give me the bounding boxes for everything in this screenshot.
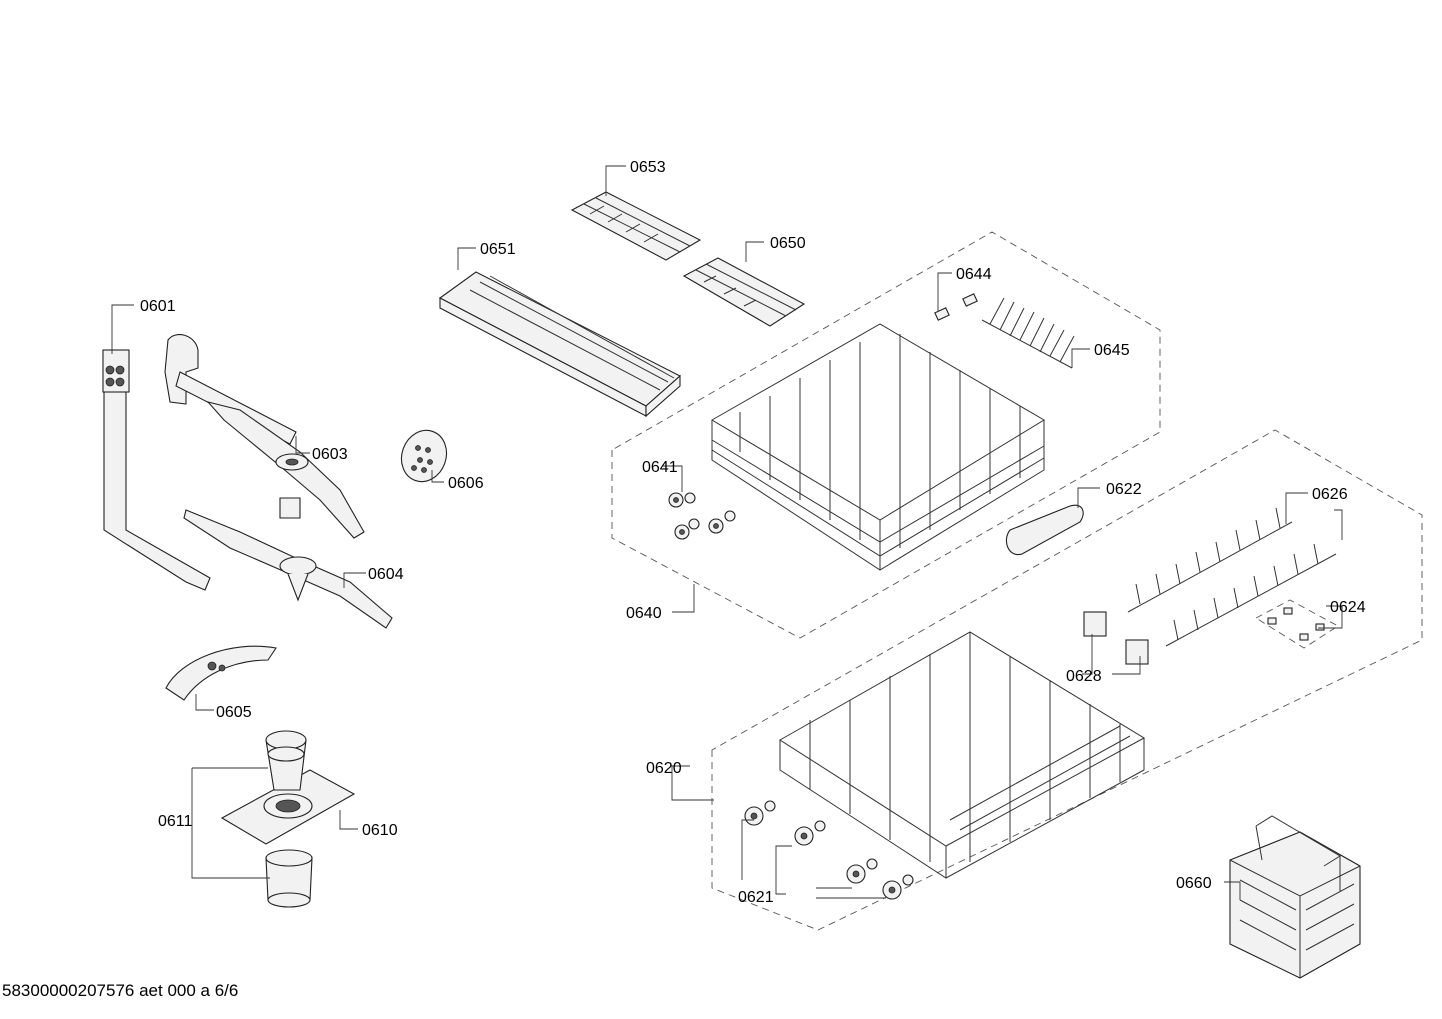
lower-basket-assembly-outline xyxy=(711,429,1423,931)
label-0620: 0620 xyxy=(646,760,682,777)
folding-spikes-upper-part xyxy=(981,297,1075,369)
fine-filter-segment-part xyxy=(165,645,277,701)
cutlery-tray-part xyxy=(438,271,681,418)
label-0601: 0601 xyxy=(140,298,176,315)
rack-insert-lower-part xyxy=(682,257,806,327)
label-0641: 0641 xyxy=(642,459,678,476)
clip-part xyxy=(934,293,978,321)
spray-pipe-part xyxy=(102,349,211,591)
leader-lines xyxy=(111,165,1343,900)
microfilter-cylinder-part xyxy=(265,730,307,791)
label-0660: 0660 xyxy=(1176,875,1212,892)
label-0640: 0640 xyxy=(626,605,662,622)
label-0651: 0651 xyxy=(480,241,516,258)
label-0621: 0621 xyxy=(738,889,774,906)
lower-basket-wheels-part xyxy=(744,800,914,900)
label-0650: 0650 xyxy=(770,235,806,252)
lower-spray-arm-part xyxy=(183,509,393,629)
label-0603: 0603 xyxy=(312,446,348,463)
label-0606: 0606 xyxy=(448,475,484,492)
label-0626: 0626 xyxy=(1312,486,1348,503)
upper-spray-arm-part xyxy=(164,334,365,539)
label-0610: 0610 xyxy=(362,822,398,839)
label-0624: 0624 xyxy=(1330,599,1366,616)
coarse-filter-cylinder-part xyxy=(265,849,313,908)
label-0604: 0604 xyxy=(368,566,404,583)
label-0628: 0628 xyxy=(1066,668,1102,685)
spike-clips-part xyxy=(1255,599,1339,649)
upper-basket-assembly-outline xyxy=(611,231,1161,639)
drawing-reference-number: 58300000207576 aet 000 a 6/6 xyxy=(2,981,239,1000)
label-0644: 0644 xyxy=(956,266,992,283)
basket-handle-part xyxy=(1005,504,1084,556)
folding-spikes-lower-part xyxy=(1127,507,1337,647)
lower-basket-part xyxy=(779,631,1146,879)
rack-insert-upper-part xyxy=(570,191,702,261)
basket-bracket-part xyxy=(1083,611,1149,665)
label-0611: 0611 xyxy=(158,813,193,830)
label-0622: 0622 xyxy=(1106,481,1142,498)
upper-basket-rollers-part xyxy=(668,492,736,540)
cutlery-basket-part xyxy=(1229,815,1361,979)
flat-filter-part xyxy=(220,769,356,845)
filter-disc-part xyxy=(400,429,448,483)
label-0645: 0645 xyxy=(1094,342,1130,359)
label-0605: 0605 xyxy=(216,704,252,721)
label-0653: 0653 xyxy=(630,159,666,176)
upper-basket-part xyxy=(711,323,1045,571)
